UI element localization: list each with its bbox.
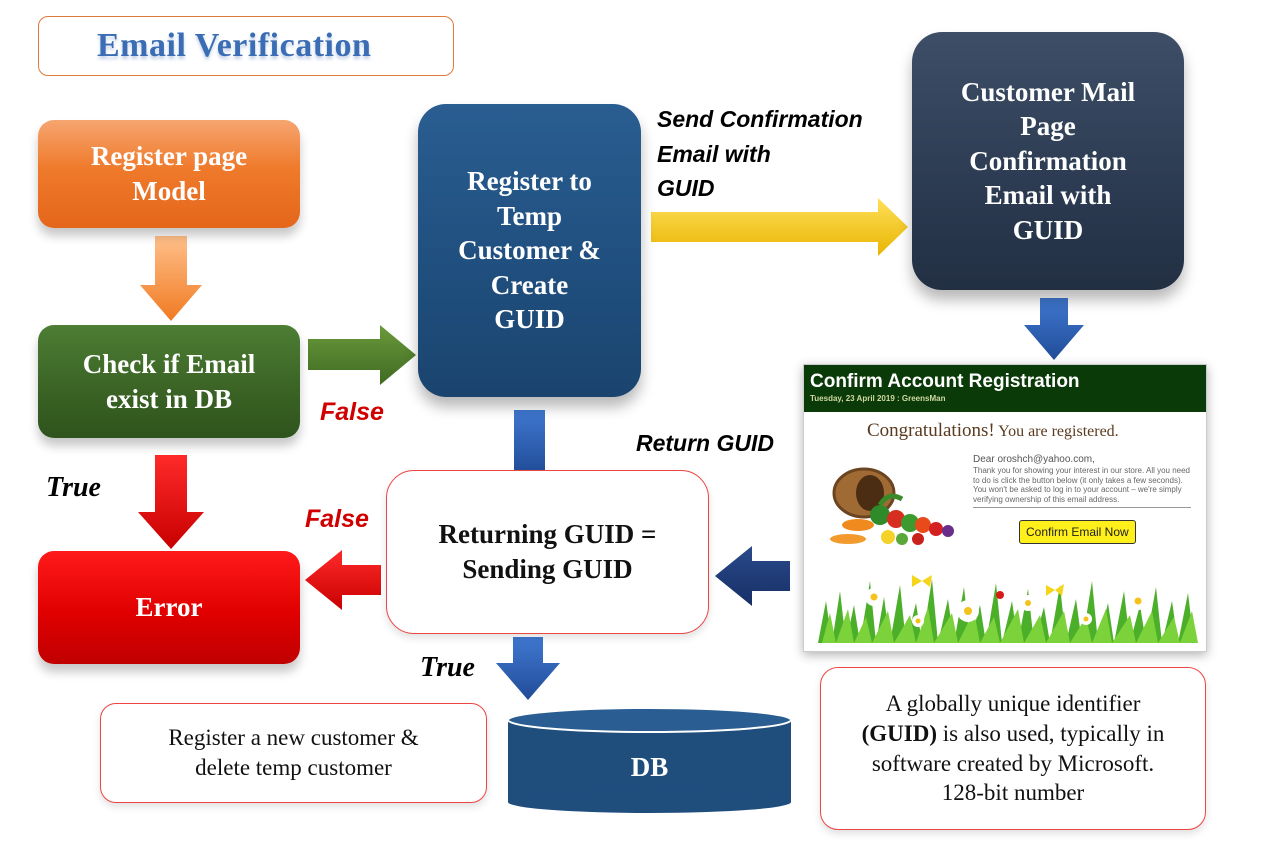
arrow-compare-to-db: [496, 637, 560, 700]
grass-flowers-image: [818, 575, 1198, 643]
send-confirmation-label: Send Confirmation Email with GUID: [657, 102, 863, 206]
customer-mail-line-3: Confirmation: [969, 145, 1127, 176]
arrow-check-to-error: [138, 455, 204, 549]
register-temp-line-2: Temp: [496, 200, 562, 231]
return-guid-label: Return GUID: [636, 430, 774, 456]
arrow-mail-to-preview: [1024, 298, 1084, 360]
guid-info-line-3: software created by Microsoft.: [871, 750, 1155, 776]
diagram-title: Email Verification: [97, 27, 372, 64]
email-title: Confirm Account Registration: [810, 371, 1080, 392]
false-compare-label: False: [305, 505, 369, 533]
arrow-temp-to-compare: [514, 410, 545, 474]
email-congrats: Congratulations! You are registered.: [867, 420, 1119, 442]
db-cylinder: DB: [507, 707, 792, 813]
arrow-register-to-check: [140, 236, 202, 321]
error-label: Error: [135, 592, 203, 623]
register-temp-line-1: Register to: [467, 166, 592, 197]
customer-mail-line-5: GUID: [1012, 214, 1084, 245]
customer-mail-line-2: Page: [1020, 111, 1076, 142]
confirmation-email-preview: Confirm Account Registration Tuesday, 23…: [803, 364, 1207, 652]
send-confirmation-line-1: Send Confirmation: [657, 106, 863, 132]
send-confirmation-line-3: GUID: [657, 175, 715, 201]
guid-info-note: A globally unique identifier (GUID) is a…: [820, 667, 1206, 830]
arrow-temp-to-mail: [651, 198, 908, 256]
new-customer-note: Register a new customer & delete temp cu…: [100, 703, 487, 803]
check-email-line-2: exist in DB: [105, 383, 232, 414]
guid-info-line-2-rest: is also used, typically in: [936, 720, 1165, 746]
email-body-text: Thank you for showing your interest in o…: [973, 466, 1191, 504]
guid-info-line-2: (GUID) is also used, typically in: [862, 719, 1165, 749]
register-temp-line-3: Customer &: [458, 235, 601, 266]
arrow-check-to-temp: [308, 325, 416, 385]
customer-mail-node: Customer Mail Page Confirmation Email wi…: [912, 32, 1184, 290]
db-label: DB: [631, 752, 669, 782]
register-page-line-1: Register page: [90, 141, 248, 172]
email-header: Confirm Account Registration Tuesday, 23…: [804, 365, 1206, 412]
compare-line-1: Returning GUID =: [438, 519, 657, 550]
error-node: Error: [38, 551, 300, 664]
false-check-label: False: [320, 398, 384, 426]
check-email-node: Check if Email exist in DB: [38, 325, 300, 438]
new-customer-line-2: delete temp customer: [195, 755, 392, 780]
email-divider: [973, 507, 1191, 508]
guid-info-line-4: 128-bit number: [941, 780, 1085, 806]
email-date: Tuesday, 23 April 2019 : GreensMan: [810, 394, 946, 403]
new-customer-line-1: Register a new customer &: [168, 725, 419, 751]
register-temp-node: Register to Temp Customer & Create GUID: [418, 104, 641, 397]
email-congrats-big: Congratulations!: [867, 420, 995, 441]
customer-mail-line-1: Customer Mail: [960, 76, 1136, 107]
guid-info-line-1: A globally unique identifier: [885, 690, 1141, 716]
check-email-line-1: Check if Email: [82, 348, 256, 379]
email-congrats-small: You are registered.: [994, 423, 1119, 440]
confirm-email-button[interactable]: Confirm Email Now: [1019, 520, 1136, 544]
arrow-preview-to-compare: [715, 546, 790, 606]
arrow-compare-to-error: [305, 550, 381, 610]
guid-info-bold: (GUID): [861, 720, 937, 746]
register-temp-line-4: Create: [490, 269, 569, 300]
email-greeting: Dear oroshch@yahoo.com,: [973, 454, 1095, 465]
vegetable-basket-image: [830, 467, 954, 545]
compare-line-2: Sending GUID: [462, 554, 633, 584]
register-page-line-2: Model: [132, 176, 206, 206]
register-temp-line-5: GUID: [494, 304, 565, 335]
true-compare-label: True: [420, 652, 475, 683]
customer-mail-line-4: Email with: [984, 180, 1112, 211]
title-box: Email Verification: [38, 16, 454, 76]
register-page-node: Register page Model: [38, 120, 300, 228]
true-check-label: True: [46, 472, 101, 503]
send-confirmation-line-2: Email with: [657, 140, 771, 167]
compare-guid-node: Returning GUID = Sending GUID: [386, 470, 709, 634]
